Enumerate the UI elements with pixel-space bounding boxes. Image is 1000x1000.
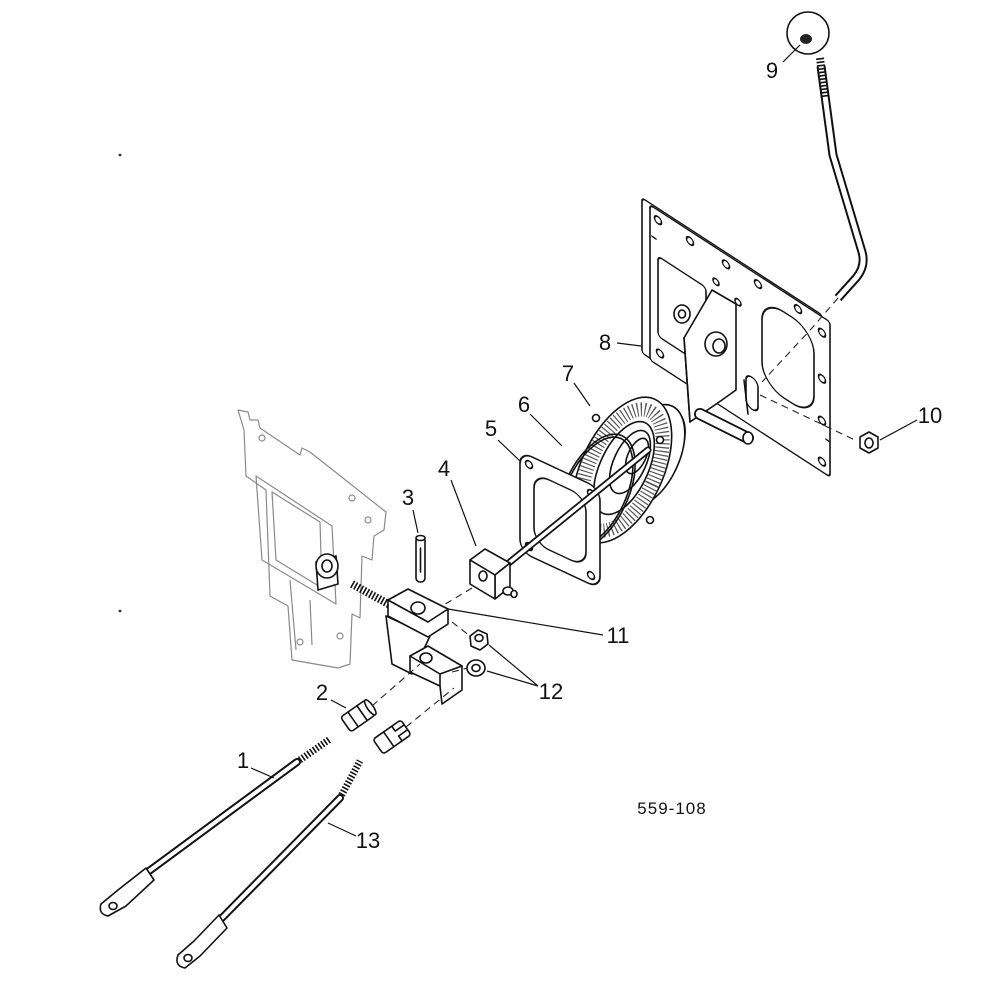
part-2-coupling	[340, 699, 377, 732]
part-4-block	[469, 548, 518, 600]
figure-code: 559-108	[637, 799, 706, 818]
callout-12: 12	[539, 679, 563, 704]
coupling-centerline	[371, 663, 421, 707]
callout-4: 4	[438, 456, 450, 481]
bracket-centerline	[451, 667, 469, 673]
bracket-stud-thread	[350, 580, 394, 610]
part-13-rod	[176, 759, 364, 969]
lever-centerline	[761, 297, 839, 383]
callout-10: 10	[918, 403, 942, 428]
selector-shaft	[501, 446, 652, 570]
part-13-coupling	[373, 720, 411, 754]
part-1-rod	[99, 736, 333, 917]
callout-5: 5	[485, 416, 497, 441]
plate-slot	[745, 375, 759, 412]
housing-boss	[315, 553, 339, 591]
callout-7: 7	[562, 361, 574, 386]
coupling-centerline	[405, 687, 455, 728]
part-3-pin	[415, 534, 426, 583]
part-11-bracket	[350, 580, 463, 705]
part-10-nut	[859, 431, 879, 454]
lever-knob	[786, 11, 830, 55]
speck	[118, 153, 122, 157]
part-9-gear-lever	[816, 57, 868, 302]
leader-lines	[250, 44, 918, 837]
plate-window-right	[761, 306, 815, 409]
speck	[118, 609, 122, 613]
plate-bolt	[673, 304, 691, 324]
nut-centerline	[759, 394, 856, 441]
callout-3: 3	[402, 485, 414, 510]
part-12-nut-upper	[469, 629, 489, 651]
callout-2: 2	[316, 680, 328, 705]
callout-11: 11	[607, 623, 630, 648]
ghost-housing-outline	[237, 409, 387, 669]
callout-13: 13	[356, 828, 380, 853]
callout-8: 8	[599, 330, 611, 355]
bracket-centerline	[451, 621, 471, 637]
plate-shift-bracket	[683, 289, 754, 445]
part-8-mounting-plate	[641, 198, 831, 477]
callout-6: 6	[518, 392, 530, 417]
callout-9: 9	[766, 58, 778, 83]
part-12-nut-lower	[466, 659, 486, 677]
callout-1: 1	[237, 748, 249, 773]
